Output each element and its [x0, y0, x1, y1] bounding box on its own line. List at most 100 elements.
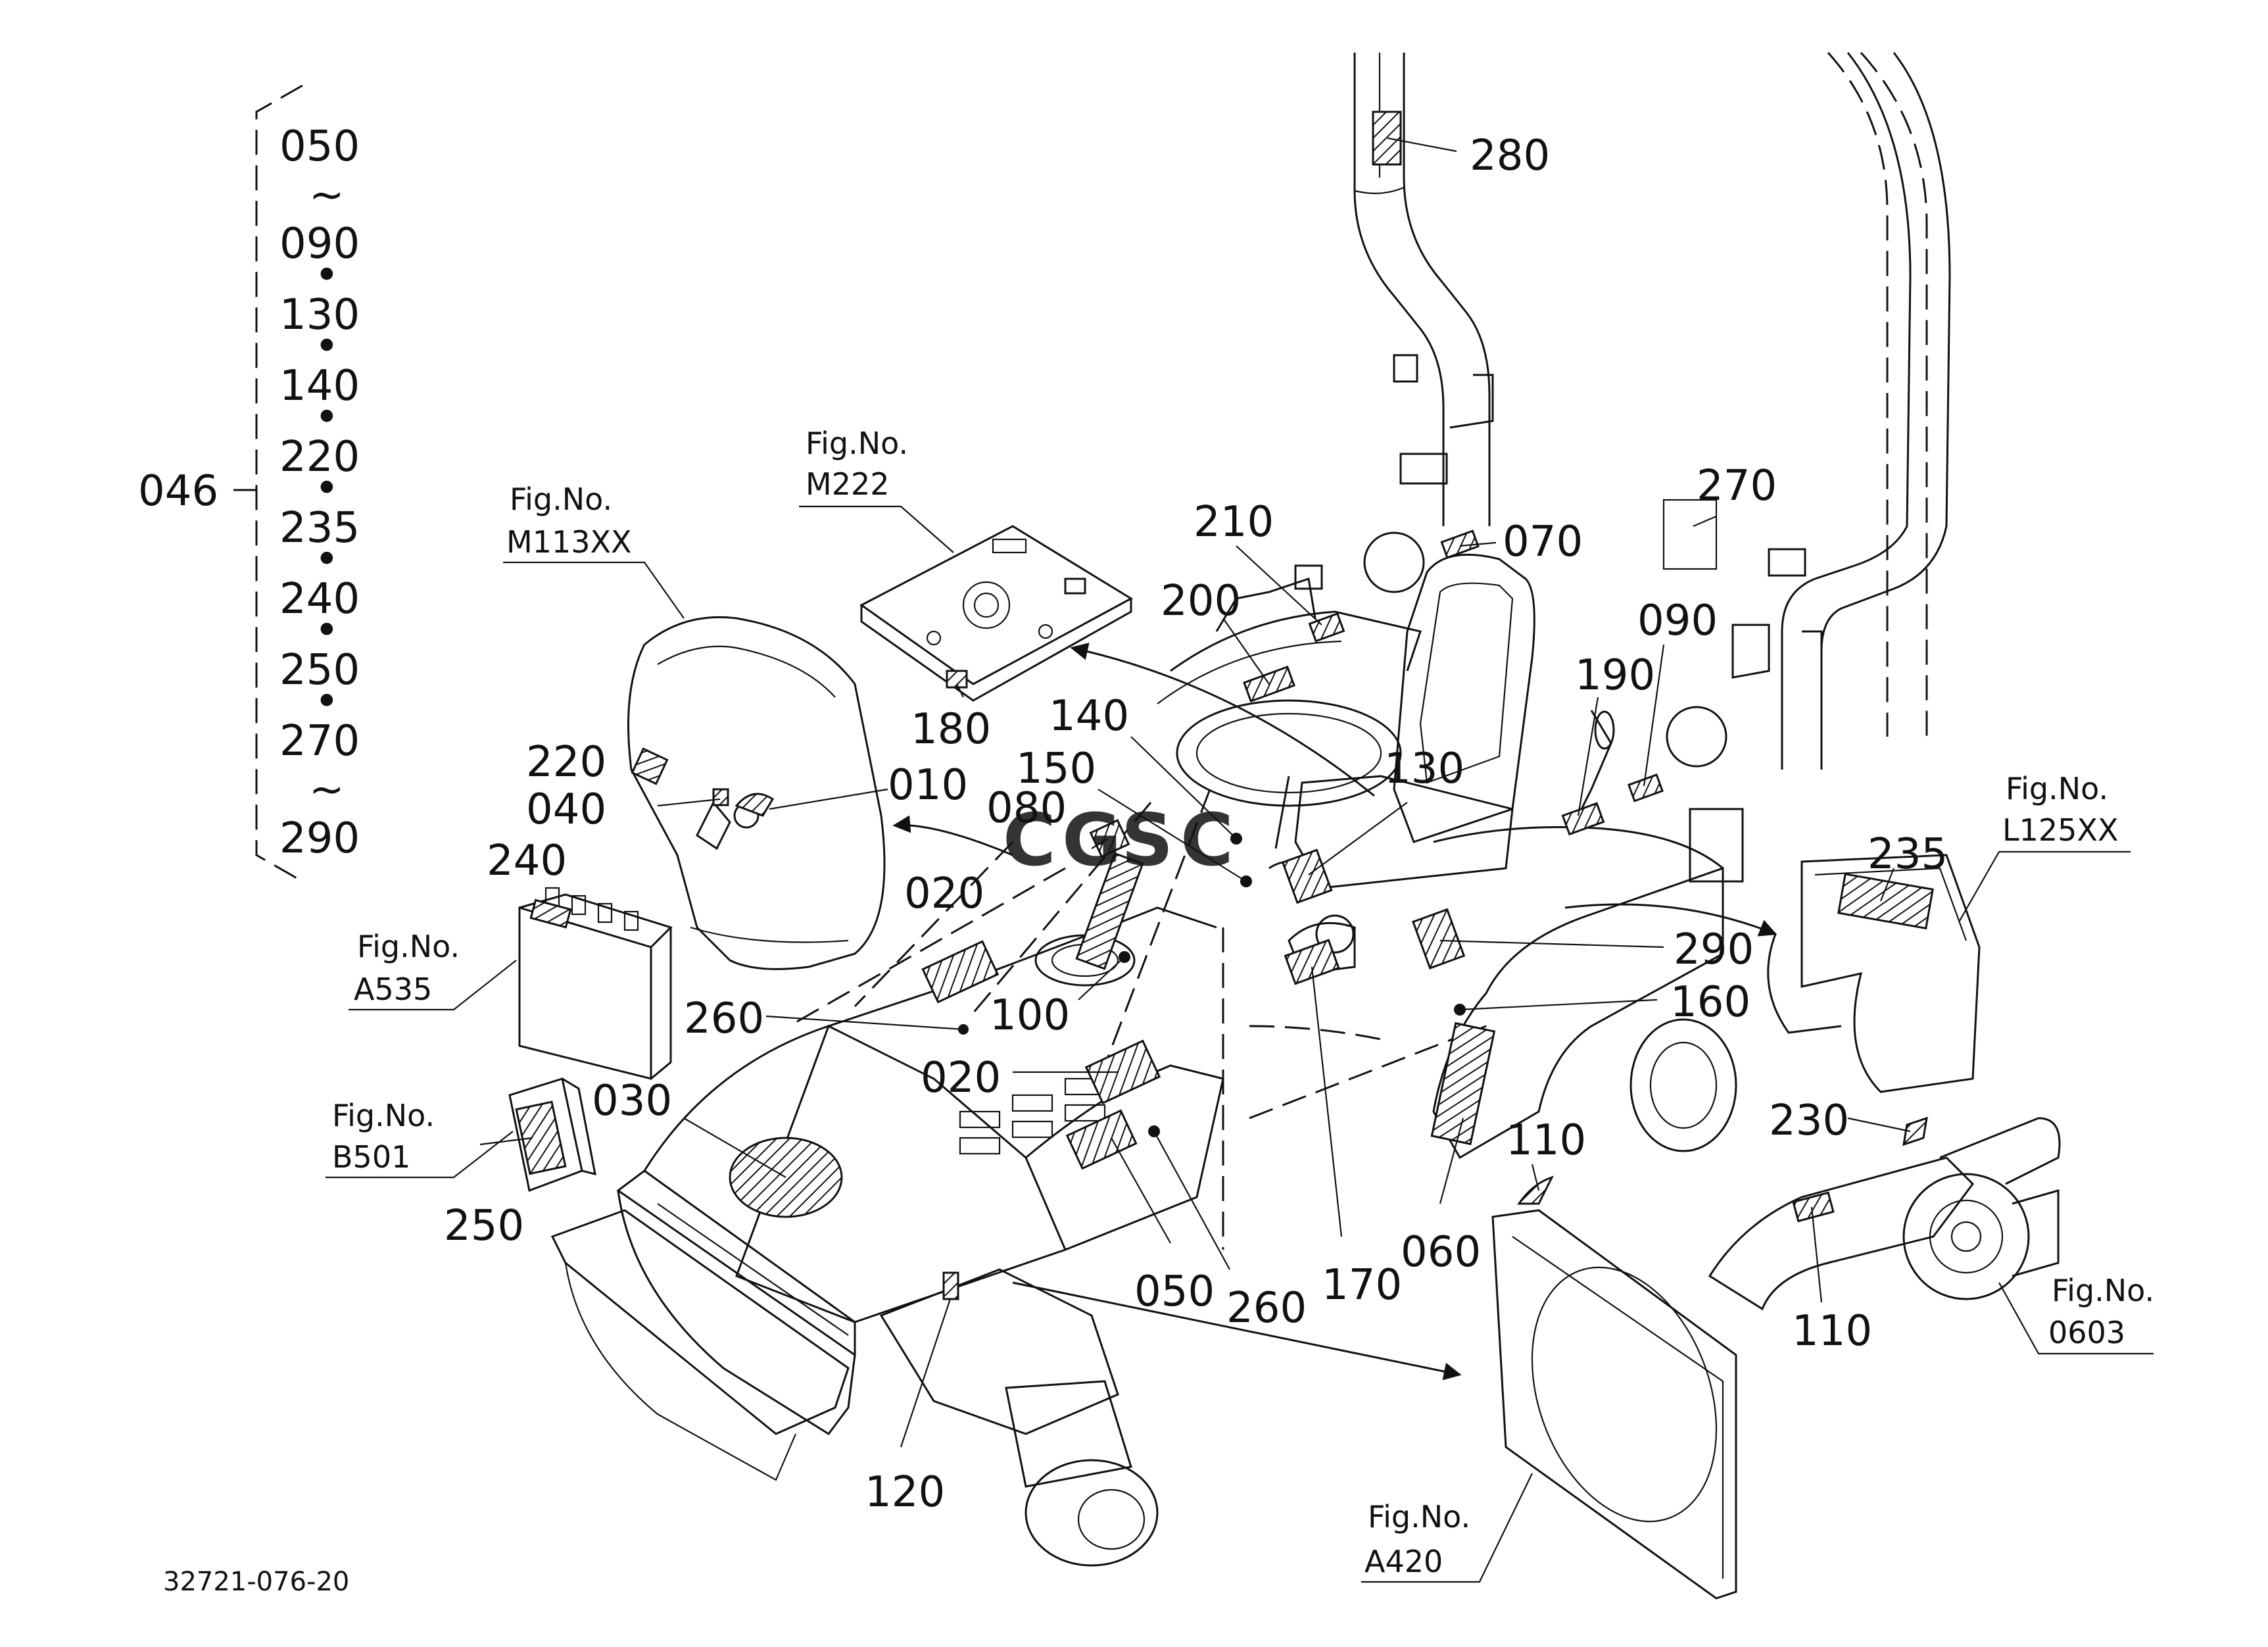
decal-290-body — [1412, 908, 1466, 970]
label-120[interactable]: 120 — [865, 1468, 945, 1517]
decal-110-shroud — [1517, 1175, 1554, 1205]
brace-item: 130 — [279, 291, 360, 339]
decal-235 — [1837, 873, 1934, 930]
figref-b501-line2[interactable]: B501 — [332, 1139, 410, 1175]
label-250[interactable]: 250 — [444, 1202, 524, 1250]
label-140[interactable]: 140 — [1049, 692, 1129, 741]
figref-b501-line1[interactable]: Fig.No. — [332, 1098, 435, 1133]
brace-group: 046 050 ~ 090 • 130 • 140 • 220 • 235 • … — [138, 84, 360, 883]
label-070[interactable]: 070 — [1503, 518, 1583, 566]
brace-item: 290 — [279, 814, 360, 863]
decal-270-sheet — [1662, 499, 1718, 570]
brace-separator: • — [314, 677, 339, 726]
decal-050 — [1065, 1109, 1138, 1170]
decal-280 — [1372, 111, 1402, 166]
figref-0603-line2[interactable]: 0603 — [2048, 1315, 2125, 1350]
figref-a420-line2[interactable]: A420 — [1364, 1544, 1443, 1579]
radiator-shroud-drawing — [1491, 1175, 1737, 1600]
label-210[interactable]: 210 — [1194, 498, 1274, 547]
label-010[interactable]: 010 — [888, 761, 968, 810]
brace-item: 235 — [279, 504, 360, 553]
brace-item: 220 — [279, 433, 360, 481]
filter-drawing — [508, 1077, 596, 1192]
decal-080 — [1089, 819, 1130, 858]
brace-item: 050 — [279, 122, 360, 171]
label-110-intake[interactable]: 110 — [1792, 1307, 1872, 1356]
decal-070 — [1440, 529, 1480, 559]
label-280[interactable]: 280 — [1470, 132, 1550, 180]
label-220[interactable]: 220 — [526, 738, 606, 787]
decal-040 — [712, 788, 729, 806]
brace-separator: • — [314, 535, 339, 584]
label-020-lower[interactable]: 020 — [921, 1054, 1001, 1102]
decal-170 — [1284, 939, 1340, 985]
figref-m113-line1[interactable]: Fig.No. — [510, 481, 612, 517]
brace-item: 140 — [279, 362, 360, 410]
figref-l125-line2[interactable]: L125XX — [2002, 812, 2118, 848]
brace-separator: ~ — [309, 171, 345, 220]
figref-m113-line2[interactable]: M113XX — [506, 524, 632, 560]
rear-fender-drawing — [1767, 854, 1981, 1093]
figref-l125-line1[interactable]: Fig.No. — [2006, 771, 2108, 806]
arrows — [892, 643, 1777, 1381]
rops-frame-drawing — [1353, 51, 1951, 770]
label-260-upper[interactable]: 260 — [684, 995, 764, 1043]
label-030[interactable]: 030 — [592, 1077, 672, 1125]
label-170[interactable]: 170 — [1322, 1261, 1402, 1310]
label-020-upper[interactable]: 020 — [904, 870, 984, 918]
brace-item: 090 — [279, 220, 360, 268]
drawing-number: 32721-076-20 — [163, 1567, 349, 1597]
figrefs: Fig.No. M113XX Fig.No. M222 Fig.No. A535… — [326, 426, 2154, 1583]
decal-100-strip — [1075, 852, 1144, 970]
brace-item: 240 — [279, 575, 360, 624]
label-090[interactable]: 090 — [1637, 597, 1718, 645]
decal-210 — [1308, 612, 1345, 643]
decal-090 — [1627, 773, 1664, 802]
label-080[interactable]: 080 — [986, 784, 1067, 833]
figref-m222-line2[interactable]: M222 — [806, 466, 890, 502]
battery-drawing — [518, 887, 673, 1080]
brace-separator: • — [314, 393, 339, 442]
brace-item: 250 — [279, 646, 360, 695]
brace-group-label: 046 — [138, 467, 218, 516]
label-180[interactable]: 180 — [911, 705, 991, 754]
label-130[interactable]: 130 — [1384, 745, 1464, 793]
decal-010 — [735, 793, 775, 817]
figref-a535-line1[interactable]: Fig.No. — [357, 929, 460, 964]
figref-a420-line1[interactable]: Fig.No. — [1368, 1499, 1470, 1535]
brace-item: 270 — [279, 717, 360, 766]
label-040[interactable]: 040 — [526, 785, 606, 834]
label-100[interactable]: 100 — [990, 991, 1070, 1040]
label-110-shroud[interactable]: 110 — [1506, 1116, 1586, 1165]
brace-separator: • — [314, 464, 339, 513]
decal-250 — [515, 1100, 567, 1175]
label-150[interactable]: 150 — [1016, 745, 1096, 793]
label-290[interactable]: 290 — [1674, 925, 1754, 974]
label-235[interactable]: 235 — [1868, 830, 1948, 879]
label-260-lower[interactable]: 260 — [1226, 1284, 1307, 1333]
decal-190 — [1561, 802, 1605, 836]
decal-020-lower — [1084, 1039, 1161, 1105]
watermark-letter-2: G — [1062, 798, 1121, 882]
label-240[interactable]: 240 — [487, 837, 567, 885]
label-270[interactable]: 270 — [1697, 462, 1777, 510]
brace-separator: • — [314, 606, 339, 655]
label-200[interactable]: 200 — [1161, 577, 1241, 626]
label-060[interactable]: 060 — [1401, 1228, 1481, 1277]
decal-020-upper — [921, 940, 1000, 1004]
figref-a535-line2[interactable]: A535 — [354, 971, 432, 1007]
figref-m222-line1[interactable]: Fig.No. — [806, 426, 908, 461]
watermark-logo: C G S C — [1003, 798, 1234, 882]
label-050[interactable]: 050 — [1134, 1267, 1215, 1316]
label-160[interactable]: 160 — [1670, 978, 1750, 1027]
label-190[interactable]: 190 — [1575, 651, 1655, 700]
label-230[interactable]: 230 — [1769, 1096, 1849, 1145]
decal-230 — [1902, 1116, 1928, 1146]
decal-060 — [1430, 1021, 1496, 1146]
leader-lines — [479, 137, 1911, 1448]
figref-0603-line1[interactable]: Fig.No. — [2052, 1273, 2154, 1308]
brace-separator: • — [314, 322, 339, 371]
decal-220 — [631, 747, 669, 785]
watermark-letter-4: C — [1180, 798, 1234, 882]
